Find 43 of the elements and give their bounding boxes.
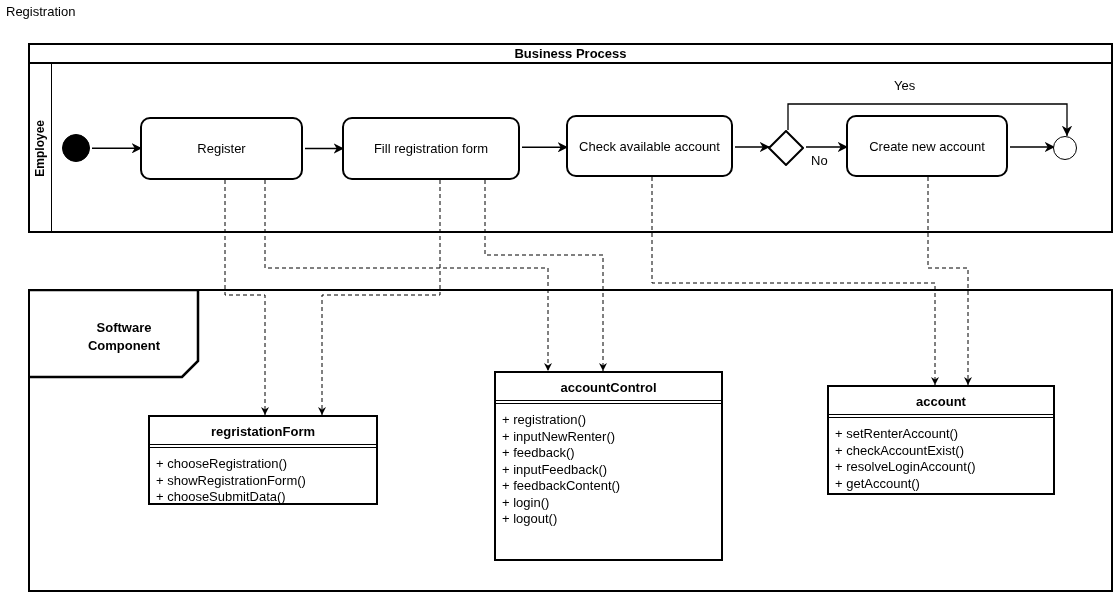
lane-label: Employee [28, 64, 52, 233]
flow-arrow [787, 103, 1073, 137]
dependency-arrow [927, 176, 972, 386]
dependency-arrow [264, 179, 552, 372]
class-name: account [829, 387, 1053, 418]
method-signature: + inputFeedback() [501, 461, 609, 478]
flow-arrow [734, 141, 771, 153]
start-node [62, 134, 90, 162]
method-signature: + feedbackContent() [501, 478, 622, 495]
class-name: regristationForm [150, 417, 376, 448]
class-box [148, 415, 378, 505]
method-signature: + chooseSubmitData() [155, 489, 287, 506]
activity-box: Register [140, 117, 303, 180]
edge-label: Yes [893, 78, 917, 93]
method-signature: + feedback() [501, 445, 576, 462]
pool-title: Business Process [513, 45, 628, 63]
method-signature: + checkAccountExist() [834, 442, 965, 459]
method-signature: + chooseRegistration() [155, 456, 289, 473]
method-signature: + inputNewRenter() [501, 428, 617, 445]
class-box [827, 385, 1055, 495]
activity-box: Fill registration form [342, 117, 520, 180]
dependency-arrow [484, 179, 607, 372]
activity-box: Create new account [846, 115, 1008, 177]
activity-box: Check available account [566, 115, 733, 177]
method-signature: + showRegistrationForm() [155, 472, 307, 489]
edge-label: No [810, 153, 829, 168]
method-signature: + resolveLoginAccount() [834, 459, 977, 476]
dependency-arrow [224, 179, 269, 416]
decision-diamond [768, 130, 804, 166]
method-signature: + setRenterAccount() [834, 426, 960, 443]
frame-label: Software Component [86, 319, 162, 355]
flow-arrow [1009, 141, 1056, 153]
method-signature: + login() [501, 494, 551, 511]
package-frame [28, 289, 1113, 592]
method-signature: + getAccount() [834, 475, 921, 492]
dependency-arrow [318, 179, 441, 416]
method-signature: + logout() [501, 511, 559, 528]
class-name: accountControl [496, 373, 721, 404]
end-node [1053, 136, 1077, 160]
diagram-title: Registration [6, 4, 76, 19]
method-signature: + registration() [501, 412, 588, 429]
dependency-arrow [651, 176, 939, 386]
class-box [494, 371, 723, 561]
